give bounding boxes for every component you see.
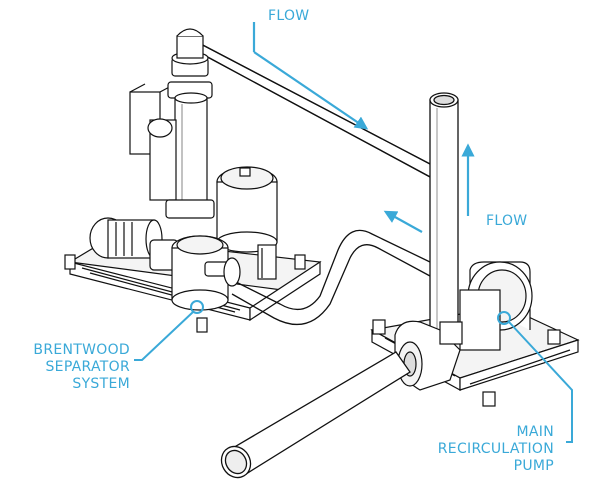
flow-arrow-icon xyxy=(383,143,475,233)
separator-body xyxy=(171,235,241,311)
main-recirculation-pump xyxy=(394,261,533,391)
flow-arrow-icon xyxy=(252,22,369,130)
flow-label-top: FLOW xyxy=(268,8,310,24)
motor-assembly xyxy=(89,217,179,271)
discharge-pipe xyxy=(220,351,411,479)
main-recirculation-pump-label: MAIN RECIRCULATION PUMP xyxy=(437,424,554,474)
upper-return-pipe xyxy=(187,34,433,180)
flow-label-right: FLOW xyxy=(486,213,528,229)
filter-vessel xyxy=(216,166,278,280)
separator-column xyxy=(129,28,215,219)
separator-system-label: BRENTWOOD SEPARATOR SYSTEM xyxy=(33,342,130,392)
callout-circle-icon xyxy=(497,311,573,443)
curved-suction-pipe xyxy=(231,229,431,326)
callout-circle-icon xyxy=(134,300,204,361)
vertical-pipe xyxy=(429,92,459,341)
